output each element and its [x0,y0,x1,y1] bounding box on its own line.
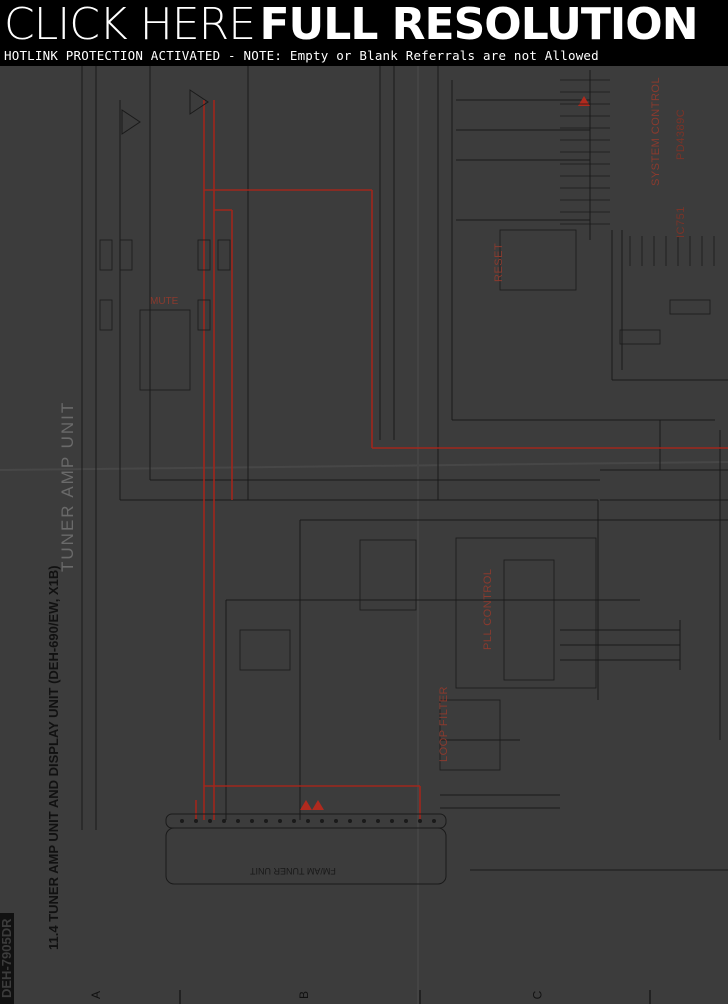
component-blocks [99,229,711,771]
model-label: DEH-7905DR [0,912,14,1004]
unit-label: TUNER AMP UNIT [58,400,77,572]
ic-pins [560,79,715,266]
banner-title-bold: FULL RESOLUTION [259,0,699,50]
ic-label: IC751 [675,206,687,238]
op-amp-symbols [121,89,209,135]
grid-letter-b: B [297,990,312,1000]
tuner-unit-label: FM/AM TUNER UNIT [250,866,336,876]
banner-title[interactable]: CLICK HERE FULL RESOLUTION [4,0,699,50]
banner[interactable]: CLICK HERE FULL RESOLUTION HOTLINK PROTE… [0,0,728,66]
connector-pins [180,819,436,823]
system-control-label: SYSTEM CONTROL [650,76,662,186]
signal-wires [195,100,728,820]
banner-note: HOTLINK PROTECTION ACTIVATED - NOTE: Emp… [4,48,599,63]
pll-control-label: PLL CONTROL [482,568,494,650]
signal-markers [300,96,590,810]
loop-filter-label: LOOP FILTER [438,685,450,762]
wires [81,66,728,871]
grid-letter-c: C [530,990,545,1000]
mute-label: MUTE [150,296,179,307]
section-title: 11.4 TUNER AMP UNIT AND DISPLAY UNIT (DE… [46,565,61,950]
fold-line [0,461,728,471]
grid-ticks [179,990,651,1004]
schematic-diagram [0,66,728,1004]
banner-title-light: CLICK HERE [4,0,256,50]
reset-label: RESET [493,242,505,282]
grid-letter-a: A [89,990,104,1000]
tuner-unit-box [165,827,447,885]
ic-part-label: PD4389C [675,108,687,160]
